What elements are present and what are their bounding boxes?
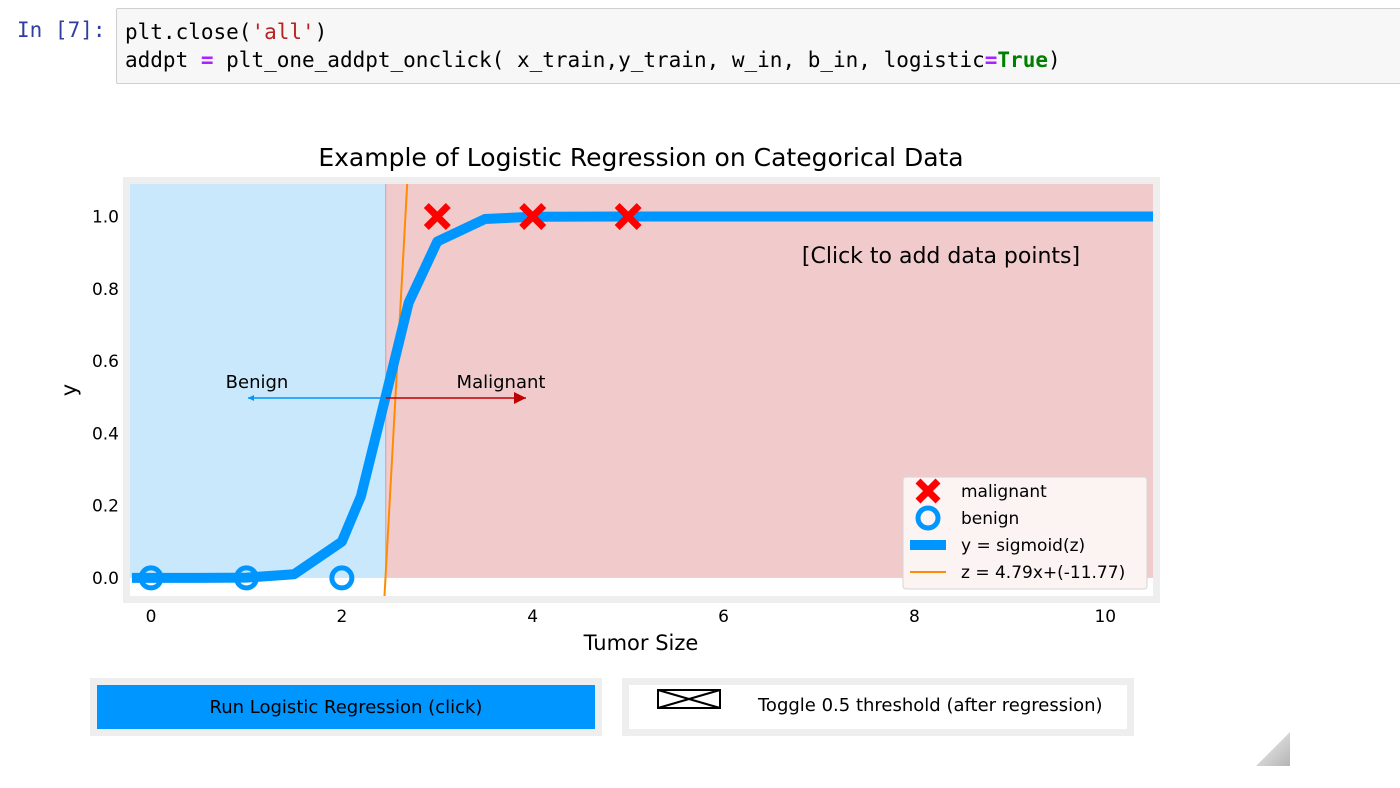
malignant-point <box>614 203 642 231</box>
toggle-threshold-button[interactable]: Toggle 0.5 threshold (after regression) <box>629 685 1127 729</box>
code-token: 'all' <box>251 20 315 44</box>
run-regression-button-frame: Run Logistic Regression (click) <box>90 678 602 736</box>
chart-legend: malignant benign y = sigmoid(z) z = 4.79x+(… <box>902 476 1148 590</box>
code-token: = <box>984 48 998 72</box>
data-layer <box>131 184 1153 596</box>
code-token: = <box>200 48 214 72</box>
code-line-2: addpt = plt_one_addpt_onclick( x_train,y… <box>125 48 1061 72</box>
y-tick-label: 1.0 <box>92 208 119 228</box>
code-token: plt_one_addpt_onclick( x_train,y_train, … <box>213 48 985 72</box>
malignant-annotation: Malignant <box>457 372 546 393</box>
malignant-point <box>423 203 451 231</box>
malignant-marker-stroke <box>915 478 941 504</box>
toggle-threshold-label: Toggle 0.5 threshold (after regression) <box>758 695 1103 716</box>
malignant-point <box>519 203 547 231</box>
code-token: ) <box>314 20 328 44</box>
y-tick-label: 0.8 <box>92 280 119 300</box>
x-tick-label: 0 <box>146 607 157 627</box>
benign-point <box>233 565 259 591</box>
code-cell[interactable]: plt.close('all') addpt = plt_one_addpt_o… <box>116 8 1400 84</box>
y-axis-label: y <box>57 384 81 396</box>
y-tick-label: 0.0 <box>92 569 119 589</box>
chart-title: Example of Logistic Regression on Catego… <box>318 143 963 172</box>
code-token: addpt <box>125 48 201 72</box>
y-tick-label: 0.4 <box>92 424 119 444</box>
benign-region <box>130 184 386 578</box>
legend-label: benign <box>961 509 1019 529</box>
toggle-threshold-button-frame: Toggle 0.5 threshold (after regression) <box>622 678 1134 736</box>
x-tick-label: 10 <box>1094 607 1116 627</box>
legend-malignant-marker <box>915 478 941 504</box>
click-hint-annotation: [Click to add data points] <box>802 244 1080 269</box>
x-axis-label: Tumor Size <box>583 631 699 655</box>
z-line <box>383 184 409 596</box>
x-tick-label: 8 <box>909 607 920 627</box>
y-tick-label: 0.6 <box>92 352 119 372</box>
legend-benign-marker <box>915 505 941 531</box>
x-tick-label: 2 <box>336 607 347 627</box>
benign-annotation: Benign <box>226 372 289 393</box>
malignant-marker-stroke <box>519 203 547 231</box>
code-line-1: plt.close('all') <box>125 20 327 44</box>
checkbox-x-icon <box>657 689 721 709</box>
resize-handle-icon[interactable] <box>1254 730 1290 766</box>
y-tick-label: 0.2 <box>92 497 119 517</box>
benign-point <box>138 565 164 591</box>
malignant-marker-stroke <box>614 203 642 231</box>
legend-label: malignant <box>961 482 1047 502</box>
run-regression-button[interactable]: Run Logistic Regression (click) <box>97 685 595 729</box>
legend-label: y = sigmoid(z) <box>961 536 1085 556</box>
axis-ticks: 0 2 4 6 8 10 0.0 0.2 0.4 0.6 0.8 1.0 <box>92 208 1116 627</box>
x-tick-label: 6 <box>718 607 729 627</box>
benign-point <box>329 565 355 591</box>
legend-label: z = 4.79x+(-11.77) <box>961 563 1125 583</box>
code-token: plt.close( <box>125 20 252 44</box>
malignant-marker-stroke <box>423 203 451 231</box>
code-token: ) <box>1047 48 1061 72</box>
legend-box <box>902 476 1148 590</box>
x-tick-label: 4 <box>527 607 538 627</box>
code-token: True <box>997 48 1048 72</box>
cell-prompt: In [7]: <box>17 18 106 42</box>
